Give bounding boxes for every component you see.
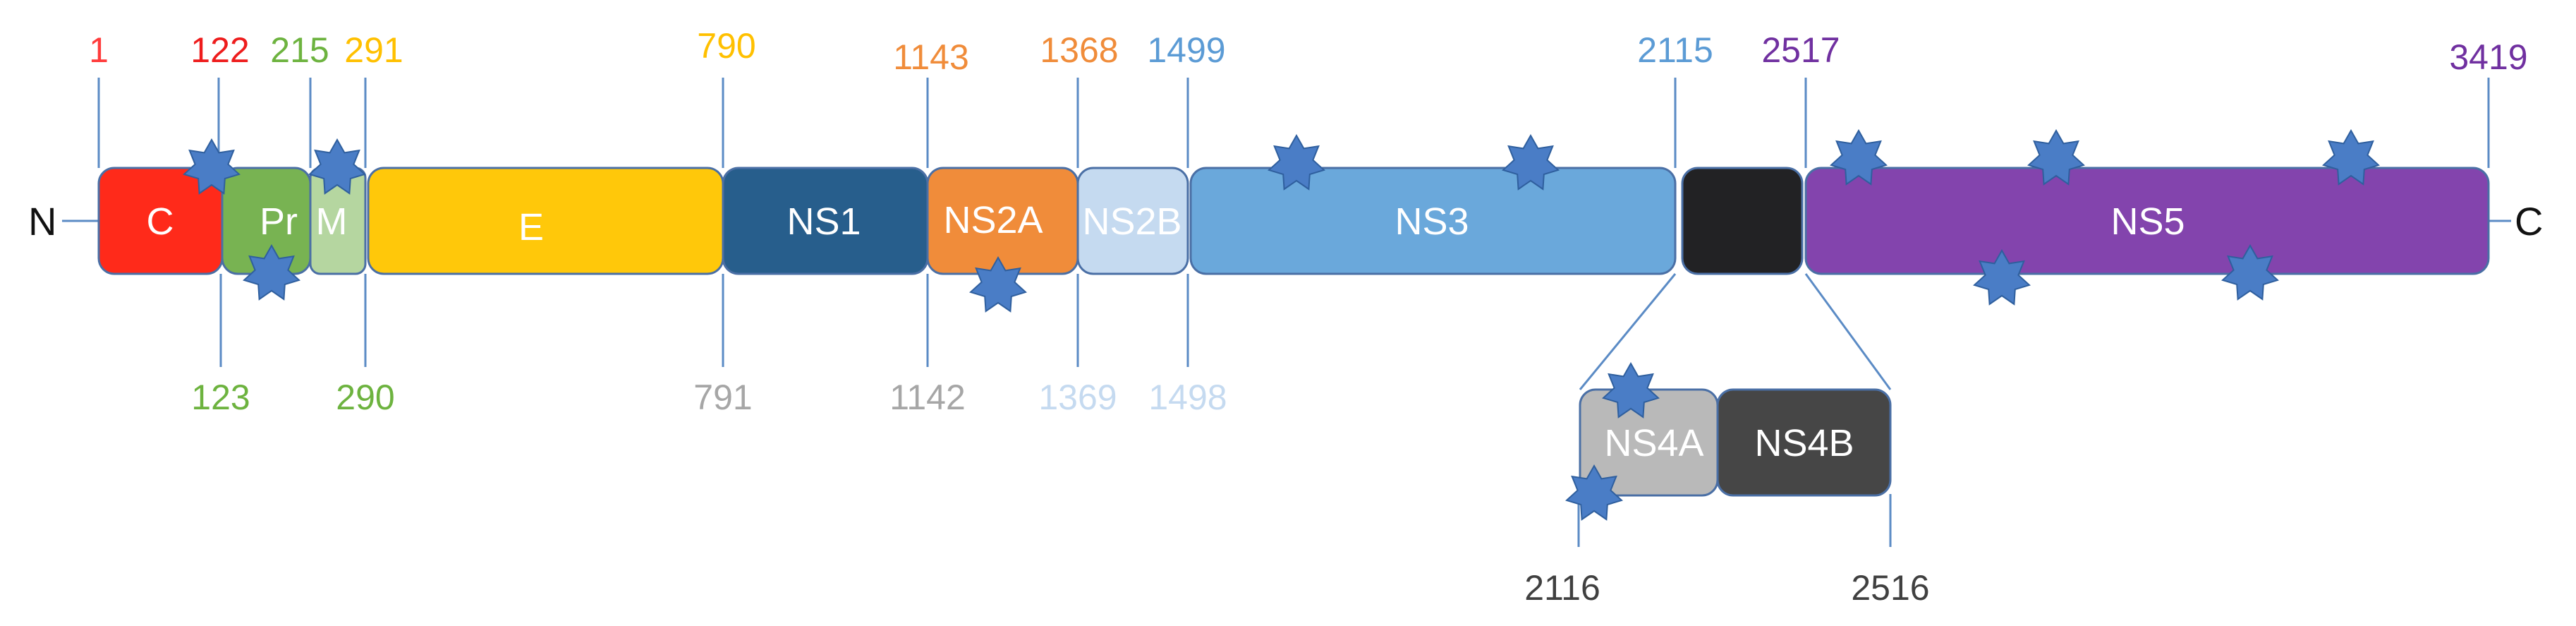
top-label-1143: 1143 [893,37,969,77]
ns4-connector-left [1579,273,1677,390]
star-icon [2221,243,2279,301]
top-label-291: 291 [344,30,403,70]
polyprotein-bar [97,167,2490,497]
segment-ns3 [1189,167,1677,275]
segment-ns5 [1804,167,2490,275]
top-label-215: 215 [270,30,329,70]
bottom-label-1498: 1498 [1148,378,1227,417]
bottom-label-1369: 1369 [1038,378,1117,417]
segment-label-m: M [316,200,348,243]
segment-e [367,167,724,275]
bottom-label-123: 123 [191,378,250,417]
bottom-label-791: 791 [693,378,752,417]
segment-ns4 [1681,167,1804,275]
star-icon [1268,133,1325,191]
segment-label-ns2b: NS2B [1082,200,1181,243]
top-label-1368: 1368 [1040,30,1118,70]
ns4-connector-right [1804,273,1892,390]
star-icon [1830,128,1888,186]
bottom-ticks [219,274,1892,547]
segment-labels: C Pr M E NS1 NS2A NS2B NS3 NS5 NS4A NS4B [147,199,2185,464]
star-icon [183,138,241,195]
star-icon [1602,361,1660,419]
star-icon [1565,464,1623,521]
segment-label-ns3: NS3 [1395,200,1469,243]
site-markers [183,128,2380,521]
bottom-label-1142: 1142 [889,378,966,417]
top-label-1: 1 [89,30,109,70]
top-label-1499: 1499 [1147,30,1225,70]
top-label-3419: 3419 [2449,37,2527,77]
bottom-label-2116: 2116 [1524,568,1600,608]
star-icon [969,255,1027,313]
bottom-label-2516: 2516 [1851,568,1929,608]
segment-label-ns2a: NS2A [943,199,1043,241]
top-label-790: 790 [697,26,755,66]
segment-label-ns4a: NS4A [1604,422,1703,464]
star-icon [1973,248,2031,306]
bottom-position-labels: 123 290 791 1142 1369 1498 2116 2516 [191,378,1929,608]
star-icon [2027,128,2085,186]
star-icon [2322,128,2380,186]
segment-ns2b [1076,167,1189,275]
segment-label-c: C [147,200,174,243]
star-icon [243,243,300,301]
star-icon [308,138,366,195]
segment-label-e: E [518,206,544,248]
segment-label-ns4b: NS4B [1754,422,1854,464]
c-terminal-label: C [2515,199,2543,243]
top-label-122: 122 [190,30,249,70]
top-ticks [97,78,2490,168]
star-icon [1502,133,1560,191]
segment-label-ns5: NS5 [2110,200,2185,243]
segment-ns4b [1716,388,1892,497]
segment-label-pr: Pr [260,200,298,243]
bottom-label-290: 290 [336,378,394,417]
segment-label-ns1: NS1 [786,200,861,243]
top-label-2115: 2115 [1637,30,1713,70]
n-terminal-label: N [28,199,56,243]
top-label-2517: 2517 [1761,30,1840,70]
top-position-labels: 1 122 215 291 790 1143 1368 1499 2115 25… [89,26,2528,77]
